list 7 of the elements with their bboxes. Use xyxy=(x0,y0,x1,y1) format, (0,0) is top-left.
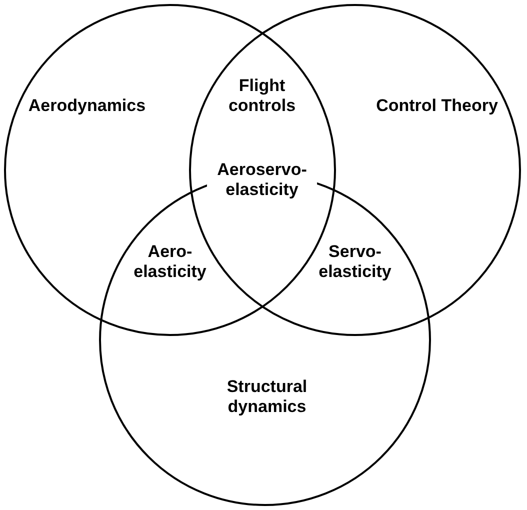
circle-label: Structural dynamics xyxy=(226,377,308,417)
overlap-label: Aero- elasticity xyxy=(132,242,208,282)
overlap-label: Servo- elasticity xyxy=(318,242,392,282)
overlap-label: Aeroservo- elasticity xyxy=(207,160,317,200)
circle-label: Aerodynamics xyxy=(27,96,147,116)
overlap-label: Flight controls xyxy=(227,76,297,116)
circle-label: Control Theory xyxy=(375,96,499,116)
